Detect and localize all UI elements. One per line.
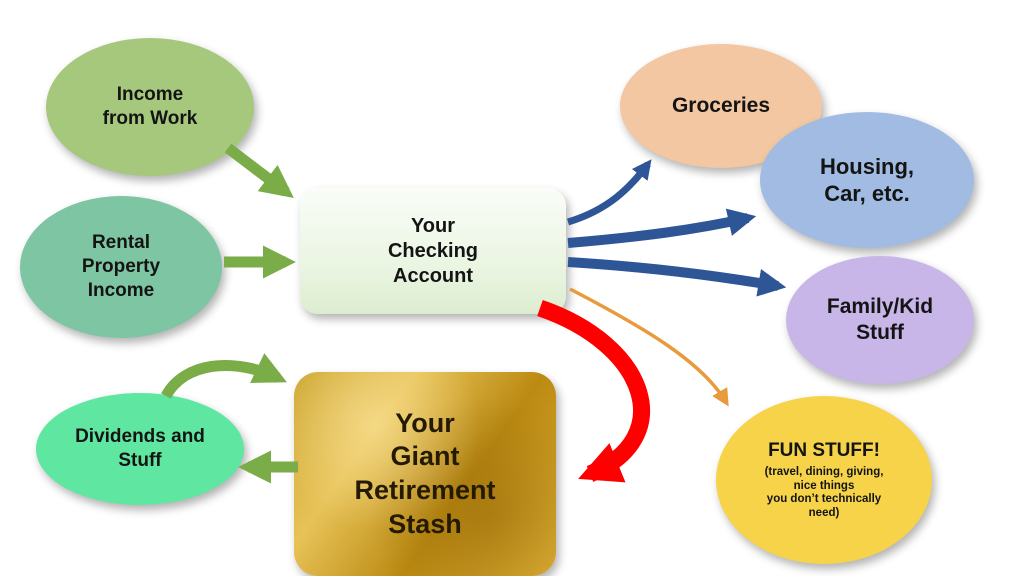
arrow-income-to-checking — [224, 143, 294, 198]
fun-stuff-subtitle: (travel, dining, giving, nice things you… — [764, 465, 884, 520]
node-income-from-work: Income from Work — [46, 38, 254, 176]
arrow-dividends-to-retirement — [161, 353, 287, 399]
node-rental-property-income: Rental Property Income — [20, 196, 222, 338]
arrow-checking-to-fun — [569, 287, 729, 407]
node-checking-account: Your Checking Account — [300, 188, 566, 314]
arrow-checking-to-housing — [567, 208, 757, 248]
node-retirement-stash: Your Giant Retirement Stash — [294, 372, 556, 576]
node-fun-stuff: FUN STUFF! (travel, dining, giving, nice… — [716, 396, 932, 564]
node-family-kid-stuff: Family/Kid Stuff — [786, 256, 974, 384]
node-groceries: Groceries — [620, 44, 822, 168]
fun-stuff-title: FUN STUFF! — [768, 440, 880, 462]
node-housing-car-etc: Housing, Car, etc. — [760, 112, 974, 248]
arrow-checking-to-groceries — [566, 159, 652, 226]
arrow-checking-to-family — [567, 257, 787, 297]
node-dividends-and-stuff: Dividends and Stuff — [36, 393, 244, 505]
